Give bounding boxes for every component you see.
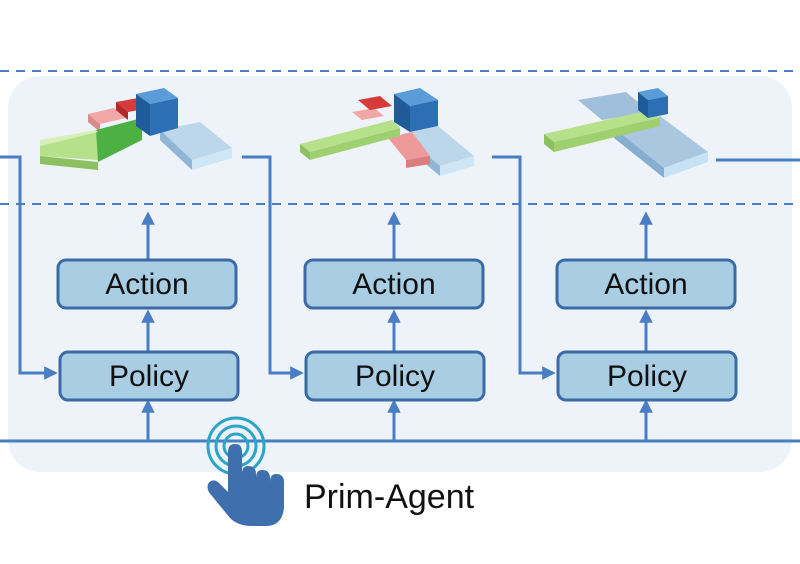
action-label: Action <box>604 268 687 301</box>
action-box: Action <box>303 258 485 310</box>
action-label: Action <box>105 268 188 301</box>
action-label: Action <box>352 268 435 301</box>
action-box: Action <box>56 258 238 310</box>
touch-hand-icon <box>206 416 284 526</box>
policy-label: Policy <box>355 360 435 393</box>
policy-box: Policy <box>58 350 240 402</box>
policy-box: Policy <box>304 350 486 402</box>
action-box: Action <box>555 258 737 310</box>
primitive-assembly-icon <box>544 88 708 178</box>
connectors <box>0 155 800 380</box>
policy-box: Policy <box>556 350 738 402</box>
agent-label: Prim-Agent <box>304 478 475 516</box>
flow-arrows <box>141 211 653 441</box>
policy-label: Policy <box>109 360 189 393</box>
primitive-assembly-icon <box>300 88 474 176</box>
primitive-assembly-icon <box>40 88 232 170</box>
policy-label: Policy <box>607 360 687 393</box>
